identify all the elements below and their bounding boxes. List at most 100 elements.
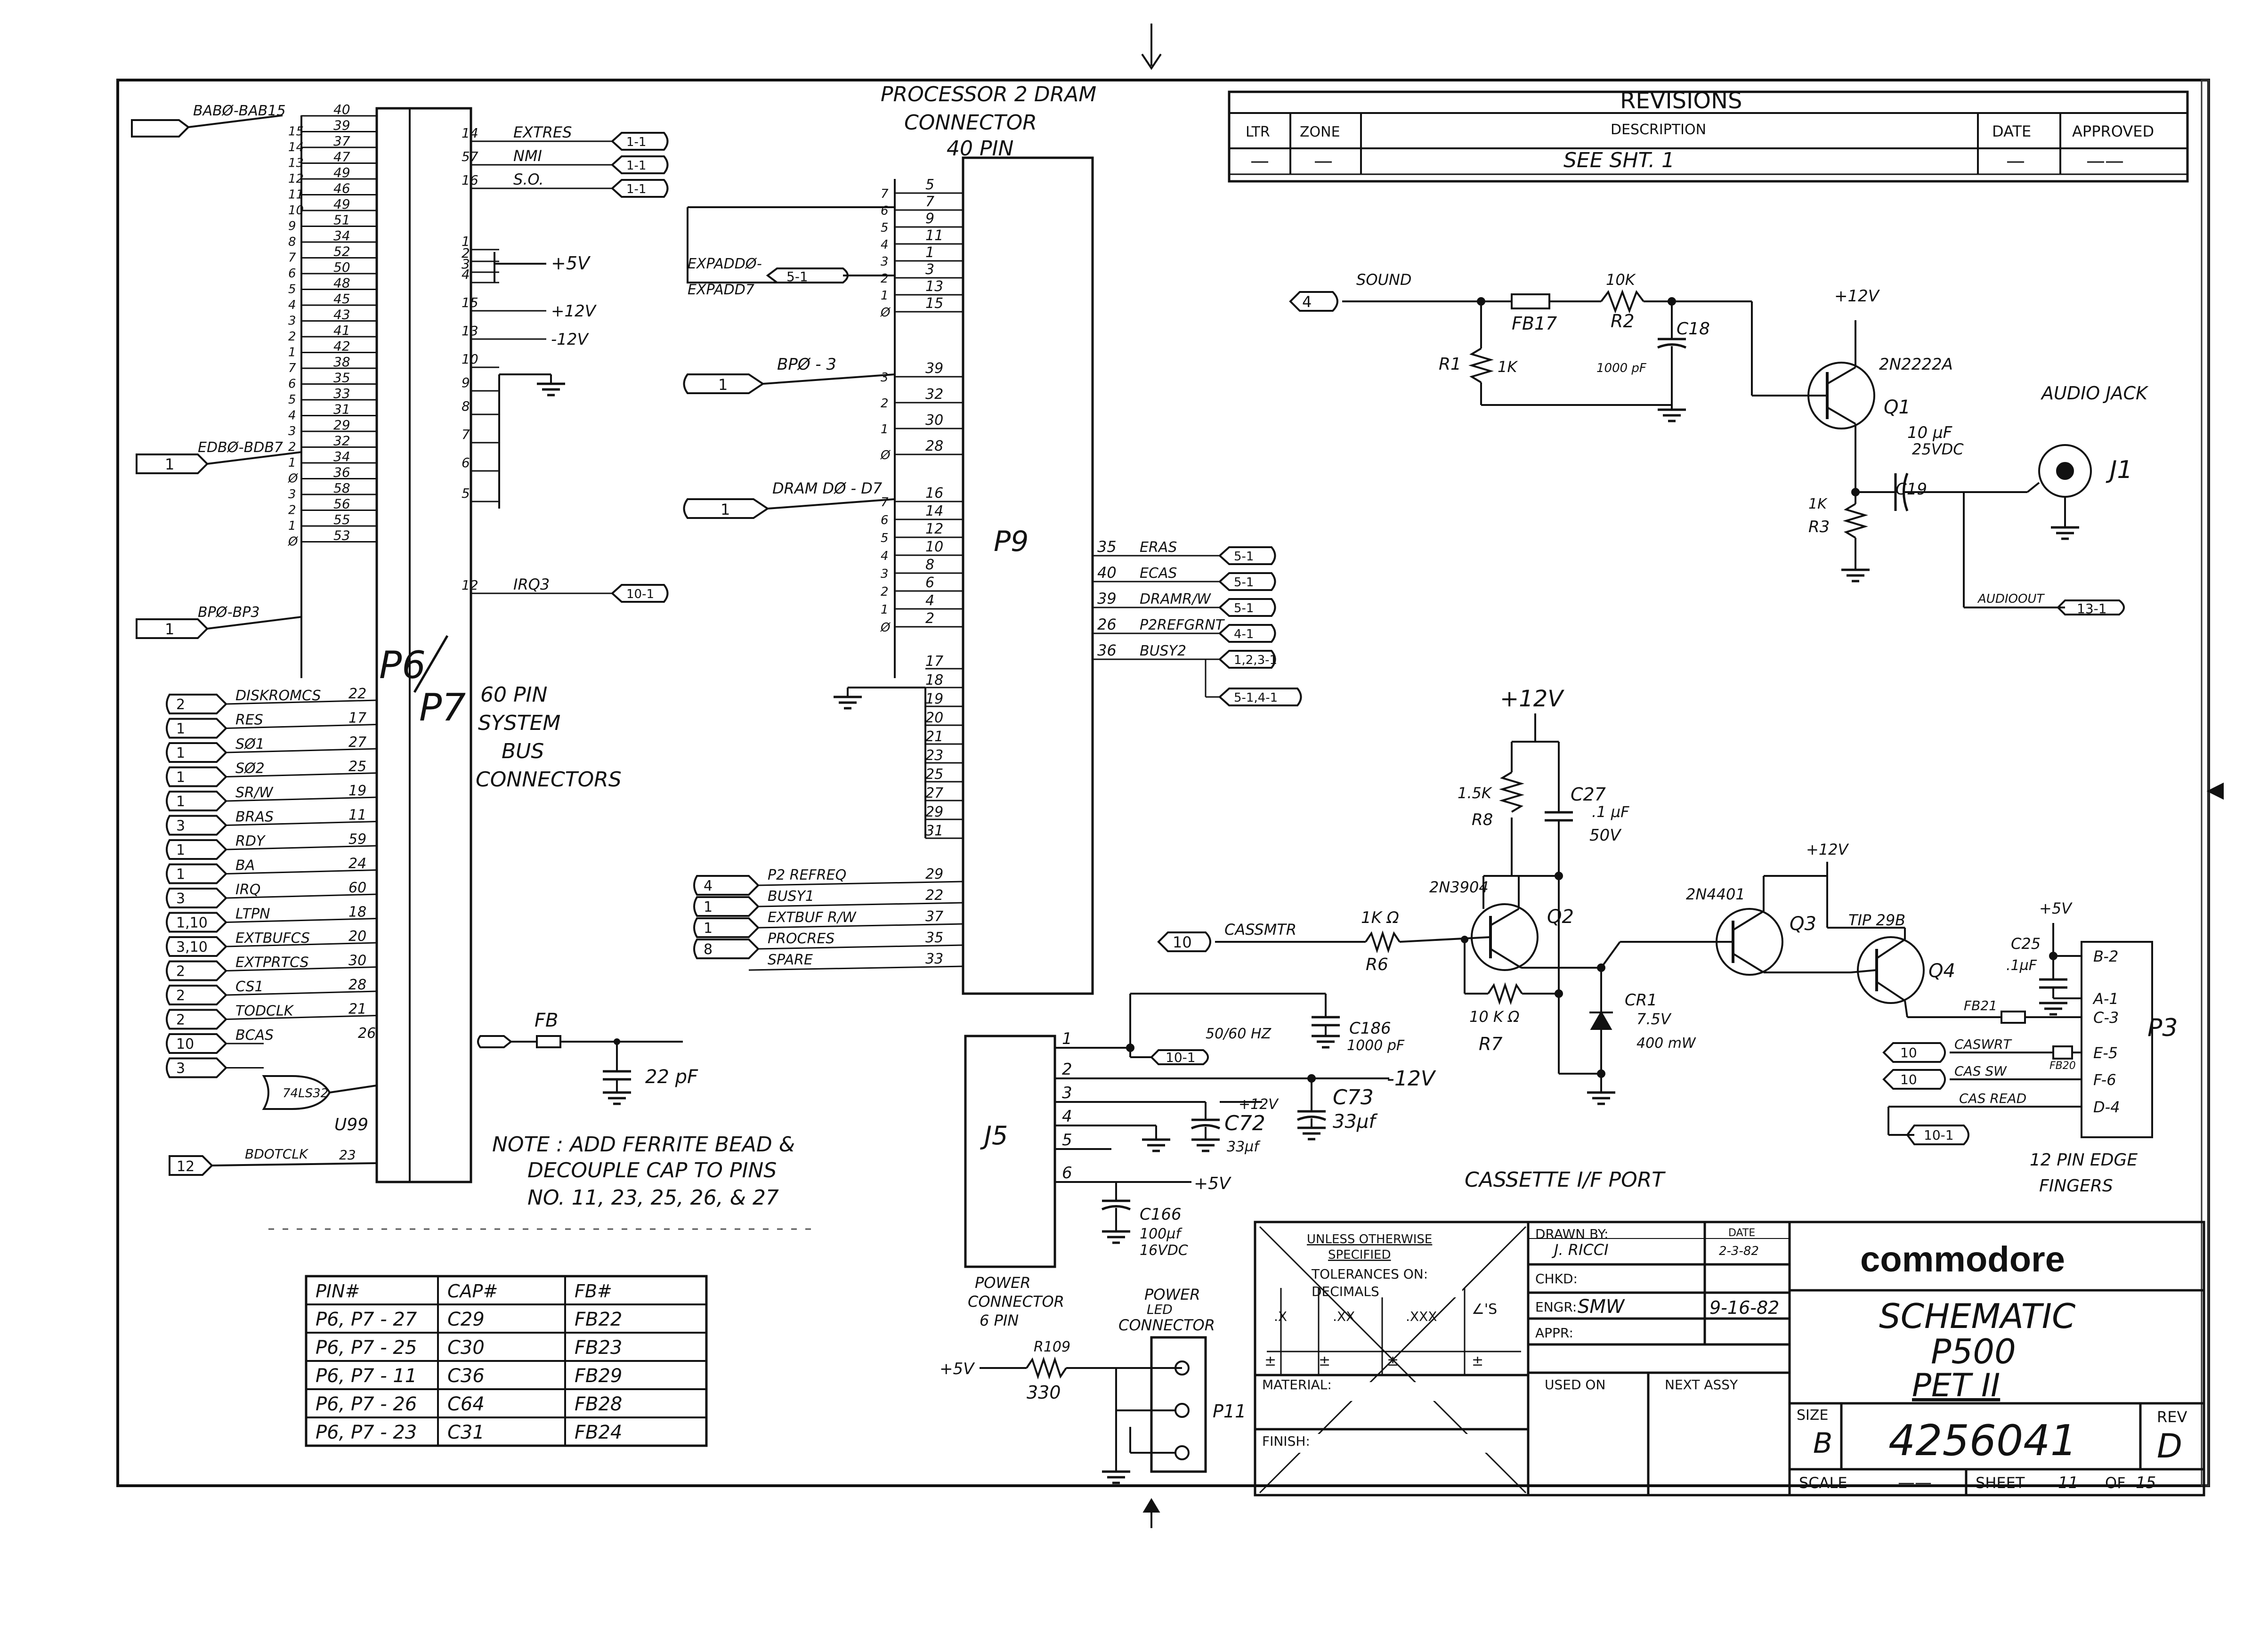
- p9-right-pin-number: 36: [1097, 641, 1117, 659]
- r109-label: R109: [1034, 1339, 1070, 1355]
- r8-label: R8: [1472, 810, 1493, 829]
- r6-value: 1K Ω: [1361, 908, 1399, 927]
- p6-right-pin-number: 3: [462, 256, 470, 272]
- p9-right-signal-name: ECAS: [1140, 565, 1177, 582]
- ferrite-cell: C30: [447, 1337, 485, 1359]
- p6-signal-tag: 1: [176, 721, 185, 737]
- rev-label: REV: [2157, 1408, 2187, 1426]
- audio-circuit: [1289, 289, 2125, 615]
- pm-1: ±: [1264, 1353, 1276, 1369]
- p6-signal-flag: [166, 815, 227, 836]
- rev-row-ltr: —: [1250, 150, 1269, 172]
- p6-left-sig: 1: [288, 346, 296, 360]
- ferrite-cell: FB24: [575, 1422, 622, 1443]
- p6-right-pin-number: 9: [462, 375, 470, 390]
- p9-right-signal-name: BUSY2: [1140, 643, 1186, 659]
- p6-right-pin: 9: [462, 375, 499, 392]
- p6-signal-flag: [166, 985, 227, 1005]
- p9-title-2: CONNECTOR: [904, 111, 1037, 135]
- p9-gnd-pin: 31: [925, 823, 963, 839]
- p9-right-signal-ref: 5-1: [1234, 550, 1254, 564]
- p6-left-pin-number: 34: [333, 449, 350, 464]
- of-label: OF: [2105, 1474, 2126, 1492]
- r1-label: R1: [1439, 355, 1461, 374]
- p6-signal-name: EXTBUFCS: [235, 930, 310, 947]
- p6-left-sig: 6: [288, 377, 296, 391]
- p6-signal-pin: 24: [348, 856, 366, 872]
- bp-bus: 1 BPØ - 3: [683, 355, 895, 394]
- rev-header-zone: ZONE: [1300, 124, 1340, 140]
- p6-left-pin-number: 41: [333, 323, 350, 338]
- c73-label: C73: [1333, 1085, 1374, 1109]
- c186-value: 1000 pF: [1347, 1037, 1405, 1054]
- p3-pin-id: A-1: [2092, 990, 2119, 1008]
- p9-right-signal-ref: 5-1: [1234, 601, 1254, 615]
- svg-text:1: 1: [165, 620, 174, 638]
- q4-type: TIP 29B: [1848, 911, 1905, 929]
- q2-type: 2N3904: [1429, 878, 1489, 896]
- j5-caption-1: POWER: [975, 1274, 1031, 1292]
- cr1-value-1: 7.5V: [1636, 1010, 1672, 1028]
- c166-value-2: 16VDC: [1140, 1242, 1188, 1259]
- p6-right-pin: 13-12V: [462, 323, 590, 349]
- p9-bottom-signal-tag: 8: [704, 941, 713, 958]
- p9-data-pin: 614: [881, 503, 963, 527]
- p9-pin-sig: 6: [881, 204, 889, 218]
- p11-label: P11: [1213, 1401, 1246, 1422]
- p6-left-pin-number: 34: [333, 228, 350, 243]
- p6-left-pin-number: 35: [333, 370, 350, 386]
- p9-right-signal-flag: [1218, 598, 1276, 617]
- j5-plus5v: +5V: [1194, 1174, 1231, 1193]
- expaddr-ref: 5-1: [786, 269, 808, 284]
- p6-signal-name: LTPN: [235, 906, 270, 923]
- rev-row-zone: —: [1314, 150, 1333, 172]
- p6-right-pin-name: +12V: [551, 302, 597, 321]
- p9-bottom-signal-tag: 4: [704, 878, 713, 894]
- note-line-2: DECOUPLE CAP TO PINS: [527, 1158, 777, 1182]
- dec-xx: .XX: [1333, 1309, 1355, 1324]
- q2-label: Q2: [1547, 906, 1574, 928]
- p6-left-pin: 40: [301, 102, 377, 117]
- bus-label-babo: BABØ-BAB15: [193, 103, 286, 119]
- gate-ref: U99: [334, 1115, 368, 1134]
- cass-plus12v: +12V: [1500, 686, 1564, 712]
- dram-bus: 1 DRAM DØ - D7: [683, 479, 895, 519]
- ferrite-cell: C31: [447, 1422, 485, 1443]
- p6-signal-pin: 25: [348, 759, 366, 775]
- p9-bottom-signal-name: P2 REFREQ: [768, 867, 846, 883]
- p9-processor-dram-connector: PROCESSOR 2 DRAM CONNECTOR 40 PIN P9 756…: [683, 82, 1302, 995]
- hz-ref: 10-1: [1166, 1050, 1196, 1065]
- size-value: B: [1813, 1427, 1832, 1460]
- p6-right-pin: 10: [462, 351, 499, 368]
- p6-signal-pin: 30: [348, 953, 366, 969]
- p6-signal-name: RDY: [235, 833, 266, 850]
- p6-left-pin-number: 37: [333, 133, 350, 149]
- p9-right-signal-ref: 5-1: [1234, 575, 1254, 590]
- p9-pin-number: 5: [925, 177, 934, 193]
- p9-pin-sig: 1: [881, 289, 889, 303]
- p6-signal-flag: [166, 888, 227, 908]
- title-line-2: P500: [1931, 1332, 2016, 1371]
- unless-line-2: SPECIFIED: [1328, 1248, 1391, 1262]
- p9-right-signal-flag: [1218, 572, 1276, 591]
- p9-pin-number: 10: [925, 539, 943, 555]
- bp-tag: 1: [718, 376, 728, 394]
- p9-gnd-pin-number: 17: [925, 653, 943, 670]
- p9-pin-number: 7: [925, 194, 934, 210]
- p9-bp-pin: 130: [881, 412, 963, 437]
- fb17-label: FB17: [1512, 313, 1557, 334]
- p9-right-signal-name: P2REFGRNT: [1140, 617, 1225, 633]
- p6-signal-tag: 3: [176, 1060, 185, 1077]
- p9-pin-sig: 1: [881, 422, 889, 437]
- hz-label: 50/60 HZ: [1206, 1026, 1272, 1042]
- p9-title-1: PROCESSOR 2 DRAM: [881, 82, 1096, 106]
- p6-right-pin-name: S.O.: [513, 170, 544, 188]
